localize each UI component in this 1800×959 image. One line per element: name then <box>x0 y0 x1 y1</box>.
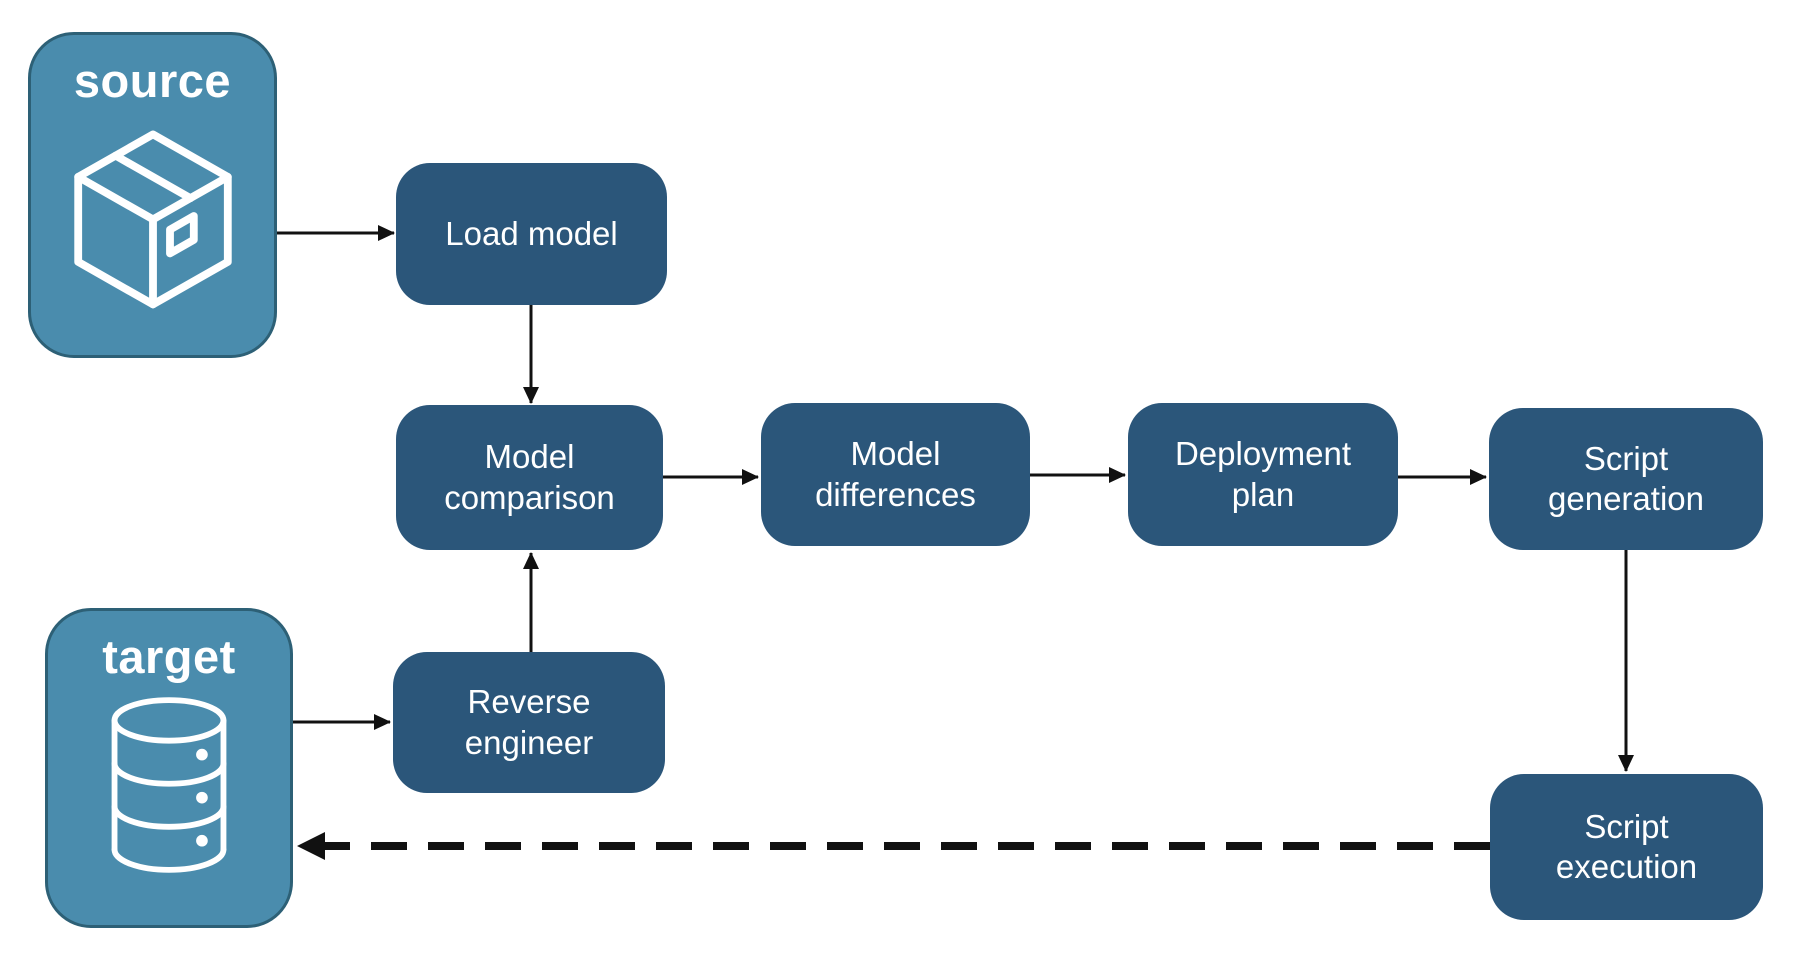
target-entity[interactable]: target <box>45 608 293 928</box>
node-script-execution-label: Script execution <box>1555 807 1698 885</box>
node-model-comparison-label: Model comparison <box>444 438 615 516</box>
node-script-execution[interactable]: Script execution <box>1490 774 1763 920</box>
node-reverse-engineer-label: Reverse engineer <box>464 683 594 761</box>
node-load-model[interactable]: Load model <box>396 163 667 305</box>
node-script-generation-label: Script generation <box>1548 439 1704 517</box>
source-label: source <box>73 54 232 107</box>
database-icon <box>111 697 227 873</box>
node-model-differences-label: Model differences <box>815 435 976 513</box>
source-entity[interactable]: source <box>28 32 277 358</box>
package-icon <box>73 130 232 309</box>
node-reverse-engineer[interactable]: Reverse engineer <box>393 652 665 793</box>
node-deployment-plan[interactable]: Deployment plan <box>1128 403 1398 546</box>
node-load-model-label: Load model <box>445 214 618 252</box>
node-model-differences[interactable]: Model differences <box>761 403 1030 546</box>
node-deployment-plan-label: Deployment plan <box>1174 435 1352 513</box>
target-label: target <box>102 630 236 683</box>
node-model-comparison[interactable]: Model comparison <box>396 405 663 550</box>
node-script-generation[interactable]: Script generation <box>1489 408 1763 550</box>
